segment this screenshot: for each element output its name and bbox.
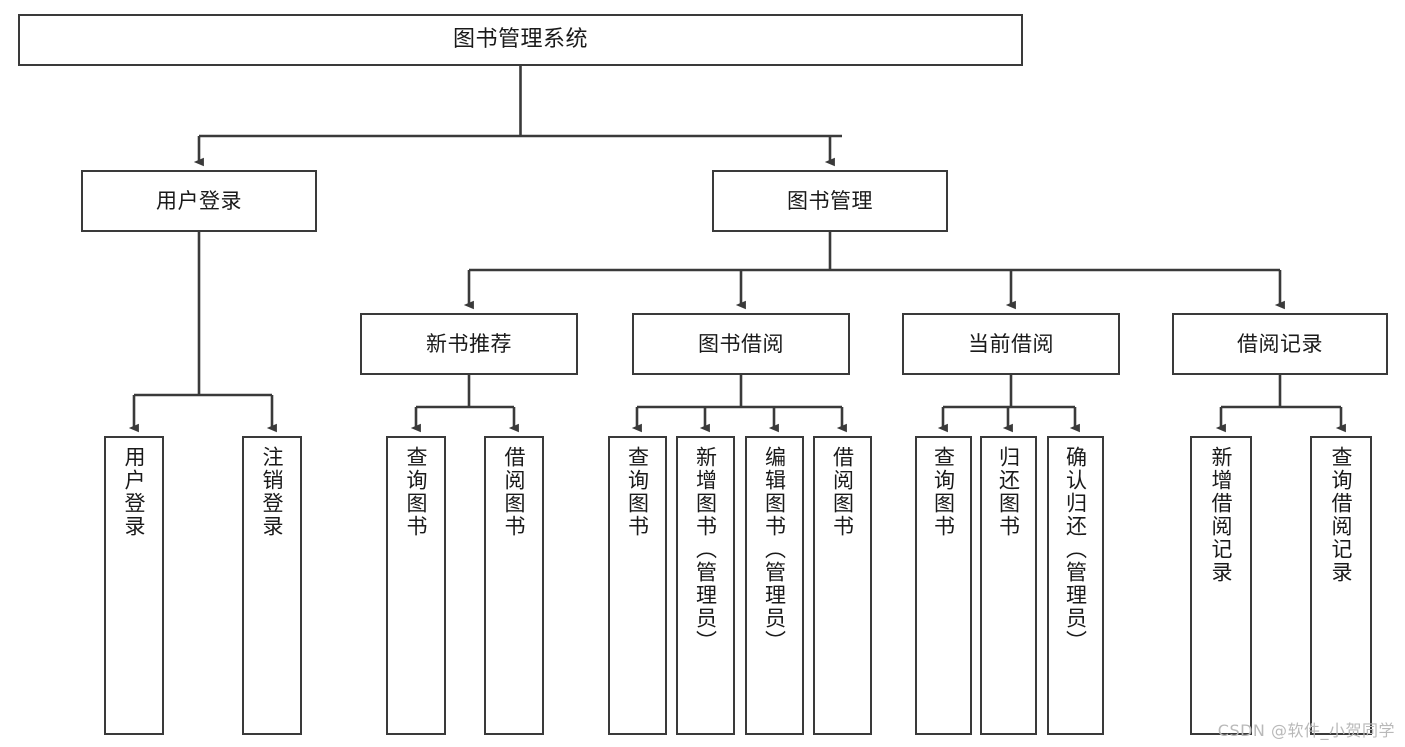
node-leaf-confirm-return[interactable]: 确认归还（管理员） [1047, 436, 1104, 735]
node-leaf-borrow-book-new[interactable]: 借阅图书 [484, 436, 544, 735]
node-book-borrow-label: 图书借阅 [698, 331, 784, 356]
node-leaf-query-book-current-label: 查询图书 [931, 446, 956, 538]
node-leaf-edit-book[interactable]: 编辑图书（管理员） [745, 436, 804, 735]
node-leaf-add-book[interactable]: 新增图书（管理员） [676, 436, 735, 735]
node-leaf-query-book-label: 查询图书 [625, 446, 650, 538]
node-leaf-add-borrow-record-label: 新增借阅记录 [1209, 446, 1234, 584]
node-leaf-query-borrow-record-label: 查询借阅记录 [1329, 446, 1354, 584]
node-leaf-add-borrow-record[interactable]: 新增借阅记录 [1190, 436, 1252, 735]
node-new-book-recommend[interactable]: 新书推荐 [360, 313, 578, 375]
node-leaf-query-book[interactable]: 查询图书 [608, 436, 667, 735]
node-leaf-user-login-label: 用户登录 [122, 446, 147, 538]
node-leaf-edit-book-label: 编辑图书（管理员） [762, 446, 787, 653]
node-leaf-return-book-label: 归还图书 [996, 446, 1021, 538]
node-borrow-record[interactable]: 借阅记录 [1172, 313, 1388, 375]
node-borrow-record-label: 借阅记录 [1237, 331, 1323, 356]
node-leaf-user-login[interactable]: 用户登录 [104, 436, 164, 735]
node-leaf-query-book-new-label: 查询图书 [404, 446, 429, 538]
node-root-system[interactable]: 图书管理系统 [18, 14, 1023, 66]
node-leaf-logout-label: 注销登录 [260, 446, 285, 538]
node-leaf-borrow-book-new-label: 借阅图书 [502, 446, 527, 538]
node-user-login-label: 用户登录 [156, 188, 242, 213]
node-leaf-query-book-new[interactable]: 查询图书 [386, 436, 446, 735]
node-leaf-borrow-book[interactable]: 借阅图书 [813, 436, 872, 735]
node-book-manage[interactable]: 图书管理 [712, 170, 948, 232]
node-leaf-borrow-book-label: 借阅图书 [830, 446, 855, 538]
node-leaf-confirm-return-label: 确认归还（管理员） [1063, 446, 1088, 653]
node-leaf-query-book-current[interactable]: 查询图书 [915, 436, 972, 735]
node-leaf-logout[interactable]: 注销登录 [242, 436, 302, 735]
node-current-borrow-label: 当前借阅 [968, 331, 1054, 356]
node-leaf-return-book[interactable]: 归还图书 [980, 436, 1037, 735]
node-leaf-add-book-label: 新增图书（管理员） [693, 446, 718, 653]
node-book-borrow[interactable]: 图书借阅 [632, 313, 850, 375]
node-user-login[interactable]: 用户登录 [81, 170, 317, 232]
node-new-book-recommend-label: 新书推荐 [426, 331, 512, 356]
node-book-manage-label: 图书管理 [787, 188, 873, 213]
node-current-borrow[interactable]: 当前借阅 [902, 313, 1120, 375]
node-leaf-query-borrow-record[interactable]: 查询借阅记录 [1310, 436, 1372, 735]
node-root-system-label: 图书管理系统 [452, 27, 588, 53]
